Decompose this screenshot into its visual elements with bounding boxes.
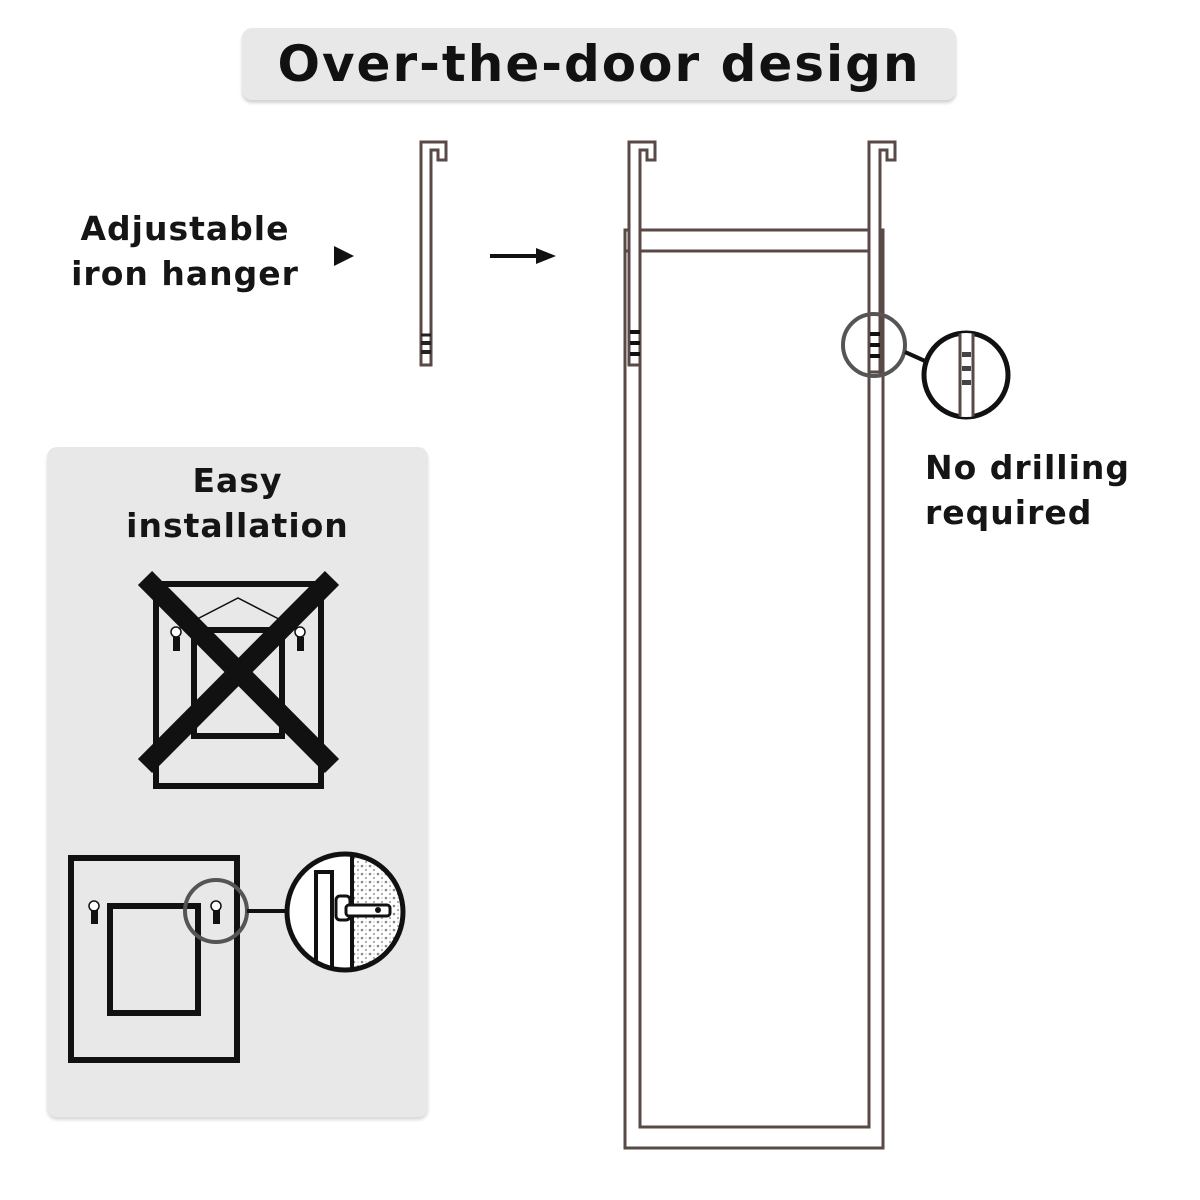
install-label-line1: Easy <box>192 461 283 500</box>
easy-installation-label: Easy installation <box>47 458 428 548</box>
hanger-zoom-callout-icon <box>841 312 1011 420</box>
wall-screw-mount-icon <box>68 851 406 1063</box>
pointer-triangle-icon <box>334 246 354 266</box>
title-banner: Over-the-door design <box>242 28 956 100</box>
drill-label-line2: required <box>925 493 1093 532</box>
hanger-label-line1: Adjustable <box>80 209 290 248</box>
hanger-label-line2: iron hanger <box>71 254 299 293</box>
drill-label-line1: No drilling <box>925 448 1131 487</box>
page-title: Over-the-door design <box>277 35 921 93</box>
adjustable-hanger-label: Adjustable iron hanger <box>60 206 310 296</box>
arrow-right-icon <box>490 248 556 264</box>
no-drilling-label: No drilling required <box>925 445 1185 535</box>
wall-hook-crossed-out-icon <box>137 570 340 789</box>
over-door-mirror-icon <box>623 228 885 1150</box>
install-label-line2: installation <box>126 506 349 545</box>
left-mirror-hanger-icon <box>627 140 657 367</box>
standalone-hanger-icon <box>419 140 448 367</box>
